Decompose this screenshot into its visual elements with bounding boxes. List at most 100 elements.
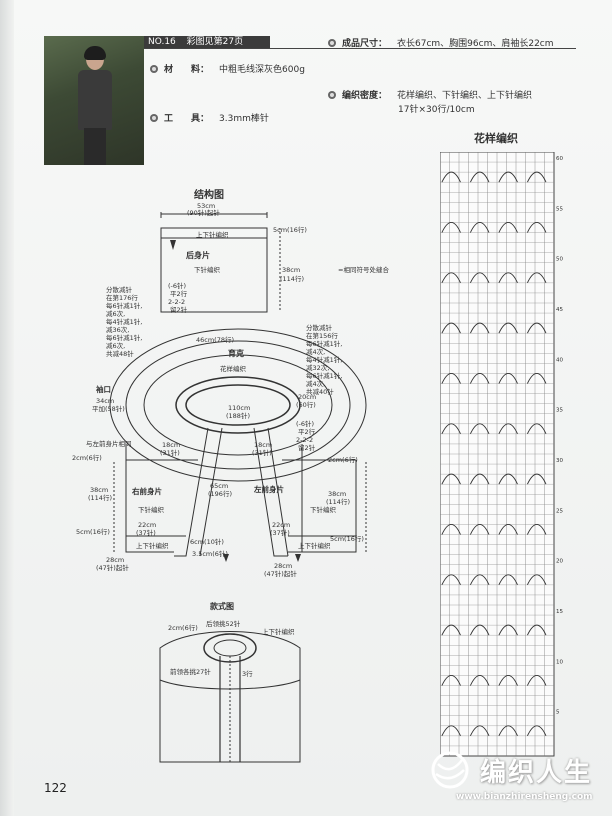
svg-text:(90针)起针: (90针)起针 — [187, 208, 220, 217]
color-reference: 彩图见第27页 — [186, 37, 244, 47]
cable-stitch-mark — [441, 574, 461, 586]
svg-text:22cm: 22cm — [272, 521, 290, 529]
cable-stitch-mark — [441, 272, 461, 284]
cable-stitch-mark — [498, 222, 518, 233]
pattern-title-bar: NO.16 彩图见第27页 — [144, 36, 270, 49]
yarn-ball-logo-icon — [431, 751, 469, 789]
svg-text:平2行: 平2行 — [170, 289, 188, 298]
model-figure — [78, 46, 112, 165]
cable-stitch-mark — [526, 725, 547, 737]
svg-text:每4针减1针,: 每4针减1针, — [106, 317, 142, 326]
cable-stitch-mark — [469, 322, 490, 334]
svg-text:38cm: 38cm — [90, 486, 108, 494]
svg-text:下针编织: 下针编织 — [194, 265, 221, 274]
svg-text:减4次,: 减4次, — [306, 347, 325, 356]
svg-text:与左前身片相同: 与左前身片相同 — [86, 439, 132, 448]
cable-stitch-mark — [441, 675, 461, 686]
bullet-icon — [150, 65, 158, 73]
svg-text:共减40针: 共减40针 — [306, 387, 334, 396]
svg-text:6cm(10针): 6cm(10针) — [190, 537, 224, 546]
chart-row-label: 30 — [556, 458, 563, 464]
pattern-number: NO.16 — [148, 37, 176, 47]
svg-text:减6次,: 减6次, — [106, 341, 125, 350]
cable-stitch-mark — [469, 272, 490, 284]
svg-text:53cm: 53cm — [197, 202, 215, 210]
cable-stitch-mark — [498, 725, 518, 737]
svg-text:28cm: 28cm — [274, 562, 292, 570]
svg-text:2cm(6行): 2cm(6行) — [72, 453, 102, 462]
svg-text:共减48针: 共减48针 — [106, 349, 134, 358]
svg-text:20cm: 20cm — [298, 393, 316, 401]
arrow-down-icon — [170, 240, 176, 250]
svg-text:18cm: 18cm — [162, 441, 180, 449]
bullet-icon — [150, 114, 158, 122]
svg-text:上下针编织: 上下针编织 — [136, 541, 169, 550]
cable-stitch-mark — [526, 272, 547, 284]
header-rule — [144, 48, 576, 49]
bullet-icon — [328, 39, 336, 47]
svg-text:3.5cm(6针): 3.5cm(6针) — [192, 549, 228, 558]
svg-text:减32次,: 减32次, — [306, 363, 329, 372]
svg-text:110cm: 110cm — [228, 404, 250, 412]
left-band — [253, 427, 288, 557]
right-band — [174, 427, 209, 557]
cable-stitch-mark — [441, 473, 461, 485]
cable-stitch-mark — [469, 373, 490, 384]
size-spec: 成品尺寸：衣长67cm、胸围96cm、肩袖长22cm — [328, 36, 554, 49]
chart-row-label: 15 — [556, 609, 563, 615]
style-front-band — [219, 656, 241, 762]
svg-text:平加(58针): 平加(58针) — [92, 404, 125, 413]
style-diagram: 2cm(6行) 后领挑52针 上下针编织 前领各挑27针 3行 — [159, 619, 301, 763]
cable-stitch-mark — [498, 171, 518, 183]
cable-stitch-mark — [441, 373, 461, 384]
cable-stitch-mark — [526, 524, 547, 535]
cable-stitch-mark — [526, 373, 547, 384]
svg-text:65cm: 65cm — [210, 482, 228, 490]
svg-text:3行: 3行 — [242, 669, 253, 678]
stitch-chart-title: 花样编织 — [474, 132, 518, 145]
cable-stitch-mark — [469, 725, 490, 737]
svg-text:(31针): (31针) — [252, 448, 272, 457]
cable-stitch-mark — [441, 725, 461, 737]
neck-opening — [185, 384, 291, 426]
material-spec: 材 料：中粗毛线深灰色600g — [150, 62, 305, 75]
page-number: 122 — [44, 781, 67, 795]
svg-text:每6针减1针,: 每6针减1针, — [306, 339, 342, 348]
cable-stitch-mark — [469, 524, 490, 535]
svg-text:34cm: 34cm — [96, 397, 114, 405]
svg-text:每4针减1针,: 每4针减1针, — [306, 355, 342, 364]
svg-text:分散减针: 分散减针 — [306, 323, 333, 332]
svg-text:(37针): (37针) — [270, 528, 290, 537]
svg-text:22cm: 22cm — [138, 521, 156, 529]
chart-row-label: 20 — [556, 559, 563, 565]
svg-text:2cm(6行): 2cm(6行) — [168, 623, 198, 632]
svg-text:5cm(16行): 5cm(16行) — [330, 534, 364, 543]
svg-text:(47针)起针: (47针)起针 — [96, 563, 129, 572]
svg-text:右前身片: 右前身片 — [131, 486, 162, 496]
svg-text:上下针编织: 上下针编织 — [298, 541, 331, 550]
svg-text:留2针: 留2针 — [170, 305, 188, 314]
book-spine — [0, 0, 14, 816]
svg-text:5cm(16行): 5cm(16行) — [273, 225, 307, 234]
gauge-spec-2: 17针×30行/10cm — [398, 105, 475, 115]
svg-text:(114行): (114行) — [326, 497, 350, 506]
cable-stitch-mark — [498, 322, 518, 334]
chart-row-label: 25 — [556, 508, 563, 514]
svg-text:2-2-2: 2-2-2 — [168, 298, 185, 306]
svg-text:上下针编织: 上下针编织 — [262, 627, 295, 636]
svg-text:(47针)起针: (47针)起针 — [264, 569, 297, 578]
right-front-outline — [125, 444, 174, 553]
svg-text:(60行): (60行) — [296, 400, 316, 409]
svg-text:(-6针): (-6针) — [168, 281, 186, 290]
svg-text:减4次,: 减4次, — [306, 379, 325, 388]
cable-stitch-mark — [526, 222, 547, 233]
svg-text:后领挑52针: 后领挑52针 — [206, 619, 241, 628]
svg-text:下针编织: 下针编织 — [138, 505, 165, 514]
svg-text:38cm: 38cm — [282, 266, 300, 274]
chart-row-label: 35 — [556, 408, 563, 414]
svg-text:(196行): (196行) — [208, 489, 232, 498]
cable-stitch-mark — [498, 624, 518, 636]
cable-stitch-mark — [469, 624, 490, 636]
cable-stitch-mark — [469, 171, 490, 183]
